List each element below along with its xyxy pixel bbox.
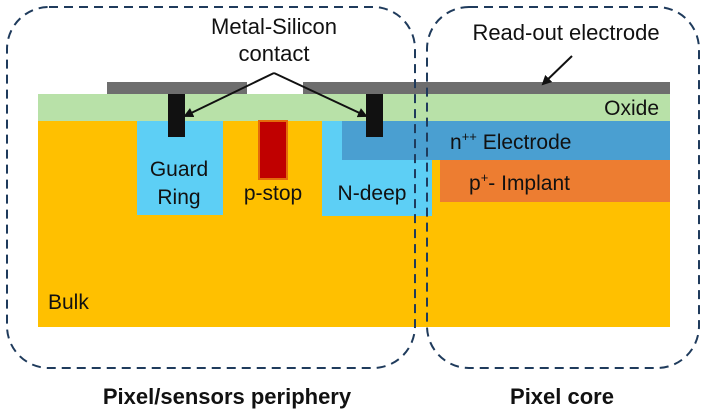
pixel-periphery-label: Pixel/sensors periphery bbox=[103, 384, 352, 409]
p-implant-label-sup: + bbox=[481, 170, 489, 185]
p-implant-label-prefix: p bbox=[469, 172, 481, 195]
contact-pointer-right bbox=[273, 72, 368, 118]
p-stop-label: p-stop bbox=[244, 182, 302, 205]
p-stop-implant bbox=[258, 120, 288, 180]
n-electrode-label: n++ Electrode bbox=[450, 129, 571, 154]
metal-silicon-contact-label-line1: Metal-Silicon bbox=[211, 14, 337, 39]
n-electrode-implant bbox=[342, 121, 670, 160]
oxide-layer bbox=[38, 94, 670, 121]
pixel-periphery-region bbox=[6, 6, 416, 369]
n-deep-contact bbox=[366, 94, 383, 137]
p-implant bbox=[440, 160, 670, 202]
metal-silicon-contact-label-line2: contact bbox=[239, 41, 310, 66]
bulk-label: Bulk bbox=[48, 291, 89, 314]
n-deep-label: N-deep bbox=[338, 182, 407, 205]
guard-ring-metal bbox=[107, 82, 247, 94]
p-implant-label: p+- Implant bbox=[469, 170, 570, 195]
guard-ring-label-line1: Guard bbox=[150, 158, 208, 181]
pixel-core-label: Pixel core bbox=[510, 384, 614, 409]
guard-ring-contact bbox=[168, 94, 185, 137]
oxide-label: Oxide bbox=[604, 97, 659, 120]
contact-pointer-left bbox=[183, 72, 275, 118]
p-implant-label-suffix: - Implant bbox=[488, 172, 570, 195]
n-electrode-label-suffix: Electrode bbox=[477, 131, 572, 154]
readout-electrode-metal bbox=[303, 82, 670, 94]
readout-electrode-arrow bbox=[541, 55, 573, 86]
readout-electrode-label: Read-out electrode bbox=[472, 20, 659, 45]
pixel-core-region bbox=[426, 6, 700, 369]
guard-ring-label-line2: Ring bbox=[157, 186, 200, 209]
n-electrode-label-prefix: n bbox=[450, 131, 462, 154]
n-electrode-label-sup: ++ bbox=[462, 129, 477, 144]
